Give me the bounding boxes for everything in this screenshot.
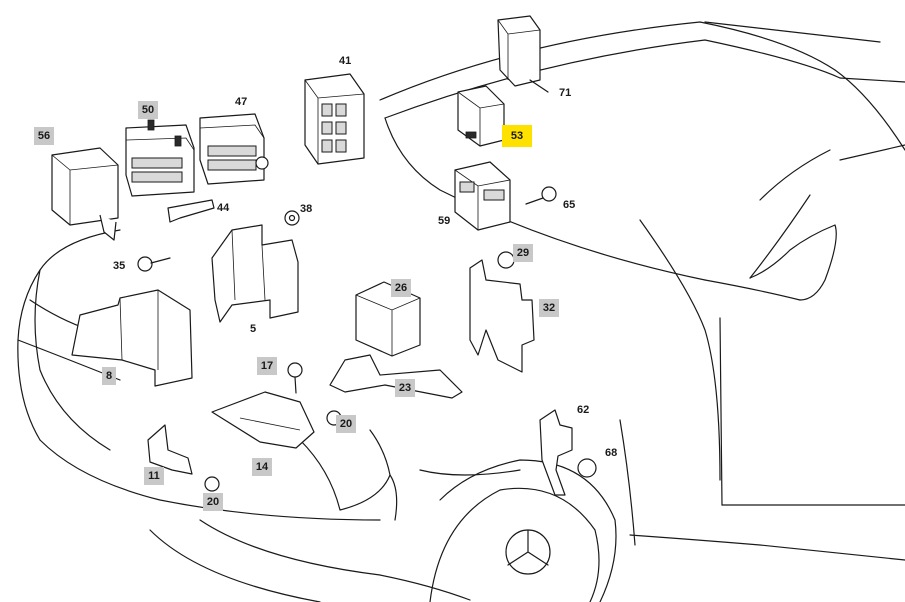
part-11-bracket (147, 424, 193, 475)
part-56-module (51, 147, 119, 241)
part-17-bolt (287, 362, 303, 394)
callout-44[interactable]: 44 (217, 202, 230, 214)
callout-47[interactable]: 47 (235, 96, 248, 108)
callout-8[interactable]: 8 (102, 367, 116, 385)
part-44-clip (167, 199, 215, 223)
part-53-relay (457, 85, 505, 147)
part-38-washer (284, 210, 300, 226)
callout-62[interactable]: 62 (577, 404, 590, 416)
callout-35[interactable]: 35 (113, 260, 126, 272)
callout-53[interactable]: 53 (502, 125, 532, 147)
callout-56[interactable]: 56 (34, 127, 54, 145)
part-62-bracket (539, 409, 573, 496)
callout-71[interactable]: 71 (559, 87, 572, 99)
callout-29[interactable]: 29 (513, 244, 533, 262)
part-20-nut-b (204, 476, 220, 492)
part-65-screw (525, 186, 557, 205)
callout-41[interactable]: 41 (339, 55, 352, 67)
callout-17[interactable]: 17 (257, 357, 277, 375)
callout-23[interactable]: 23 (395, 379, 415, 397)
part-26-cover (355, 281, 421, 357)
callout-59[interactable]: 59 (438, 215, 451, 227)
part-8-bracket (71, 289, 193, 387)
callout-20-b[interactable]: 20 (203, 493, 223, 511)
part-50-relay-box (125, 119, 195, 197)
part-68-nut (577, 458, 597, 478)
callout-20-a[interactable]: 20 (336, 415, 356, 433)
callout-65[interactable]: 65 (563, 199, 576, 211)
callout-11[interactable]: 11 (144, 467, 164, 485)
callout-14[interactable]: 14 (252, 458, 272, 476)
part-14-bracket (211, 391, 315, 449)
part-35-screw (137, 256, 171, 272)
part-32-plate (469, 259, 535, 373)
part-23-bracket (329, 354, 463, 399)
part-41-module (304, 73, 365, 165)
part-29-nut (497, 251, 515, 269)
part-5-bracket (211, 224, 299, 323)
part-47-relay-box (199, 113, 269, 185)
part-59-socket (454, 161, 511, 231)
callout-32[interactable]: 32 (539, 299, 559, 317)
callout-5[interactable]: 5 (250, 323, 257, 335)
callout-68[interactable]: 68 (605, 447, 618, 459)
callout-26[interactable]: 26 (391, 279, 411, 297)
callout-38[interactable]: 38 (300, 203, 313, 215)
part-71-relay (497, 15, 549, 93)
callout-50[interactable]: 50 (138, 101, 158, 119)
